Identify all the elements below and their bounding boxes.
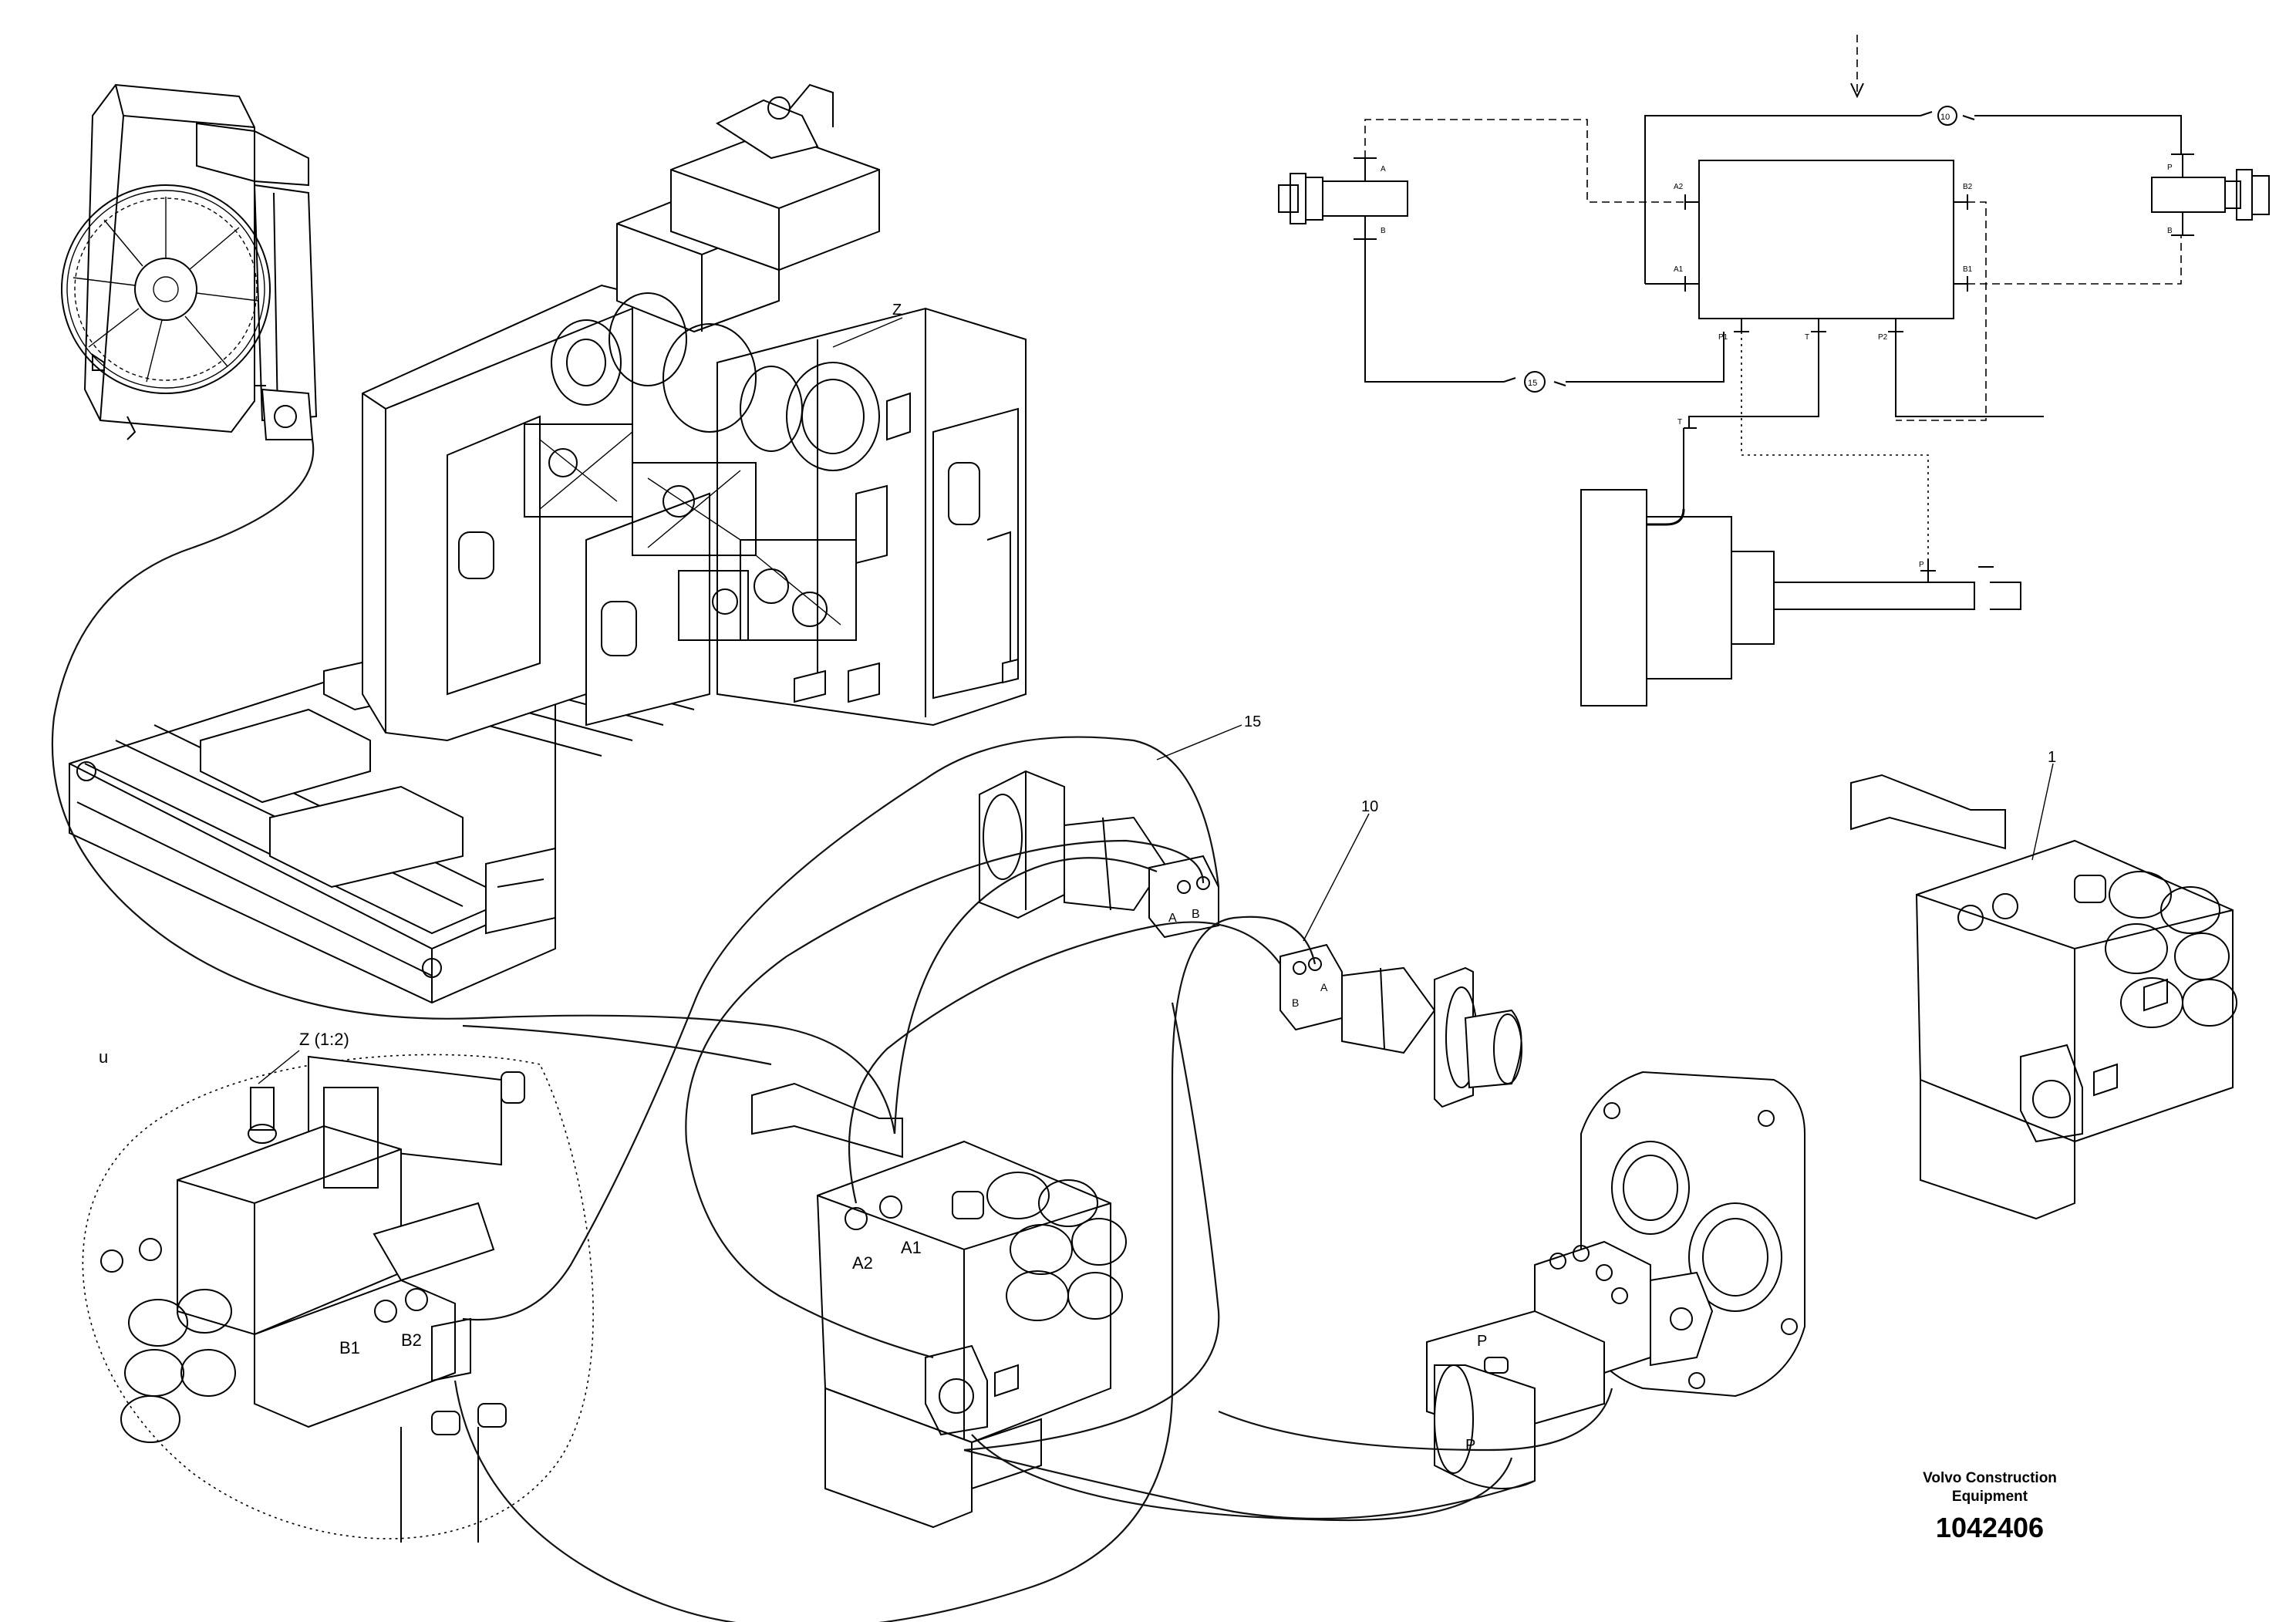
valve-port-a1: A1 <box>1674 265 1684 274</box>
valve-port-a2: A2 <box>1674 183 1684 191</box>
callout-15: 15 <box>1244 713 1261 730</box>
valve-port-b2: B2 <box>1963 183 1973 191</box>
right-motor-port-p: P <box>2167 164 2173 172</box>
center-valve-port-a2: A2 <box>852 1253 873 1273</box>
pump-port-p-upper: P <box>1477 1333 1487 1350</box>
right-motor-port-b: B <box>2167 227 2173 235</box>
valve-port-b1: B1 <box>1963 265 1973 274</box>
pump-gearbox-assembly: P P <box>1426 1071 1805 1489</box>
hydraulic-motor-10: B A <box>1279 943 1522 1108</box>
schematic-valve-block <box>1698 160 1954 319</box>
detail-z-label: Z (1:2) <box>299 1030 349 1049</box>
schematic-left-motor <box>1278 157 1408 240</box>
schematic-right-motor <box>2151 153 2270 236</box>
motor-15-port-b: B <box>1192 908 1200 921</box>
mark-u: u <box>99 1047 108 1067</box>
machine-frame <box>69 83 1027 1004</box>
motor-10-port-a: A <box>1320 981 1328 993</box>
detail-port-b2: B2 <box>401 1330 422 1350</box>
schematic-hose-15-label: 15 <box>1528 379 1537 388</box>
document-number: 1042406 <box>1935 1512 2045 1543</box>
center-valve-port-a1: A1 <box>901 1238 922 1257</box>
detail-port-b1: B1 <box>339 1338 360 1357</box>
brand-block: Volvo Construction Equipment <box>1913 1469 2067 1506</box>
schematic-pump-tank <box>1580 427 2021 706</box>
radiator-assembly <box>61 83 318 440</box>
left-motor-port-a: A <box>1381 165 1386 174</box>
schematic-hose-10-label: 10 <box>1940 113 1950 122</box>
hydraulic-motor-15: A B <box>979 770 1219 939</box>
hydraulic-schematic: A B P B A2 B2 A1 B1 P1 T P2 <box>1278 35 2270 706</box>
view-z-label: Z <box>892 302 902 319</box>
schematic-port-p: P <box>1919 561 1924 569</box>
detail-z-view: B1 B2 <box>82 1054 594 1543</box>
schematic-port-t: T <box>1677 418 1682 427</box>
hoses <box>51 439 1613 1622</box>
motor-15-port-a: A <box>1168 912 1177 925</box>
valve-port-t: T <box>1805 333 1809 342</box>
callout-1: 1 <box>2048 749 2056 766</box>
control-valve-center: A2 A1 <box>751 1082 1127 1529</box>
brand-line-1: Volvo Construction <box>1923 1470 2057 1486</box>
brand-line-2: Equipment <box>1951 1489 2028 1505</box>
pump-port-p-lower: P <box>1465 1437 1475 1454</box>
leader-lines <box>258 317 2054 1084</box>
callout-10: 10 <box>1361 798 1378 815</box>
control-valve-item-1 <box>1850 774 2237 1220</box>
left-motor-port-b: B <box>1381 227 1386 235</box>
valve-port-p2: P2 <box>1878 333 1888 342</box>
motor-10-port-b: B <box>1292 996 1299 1009</box>
